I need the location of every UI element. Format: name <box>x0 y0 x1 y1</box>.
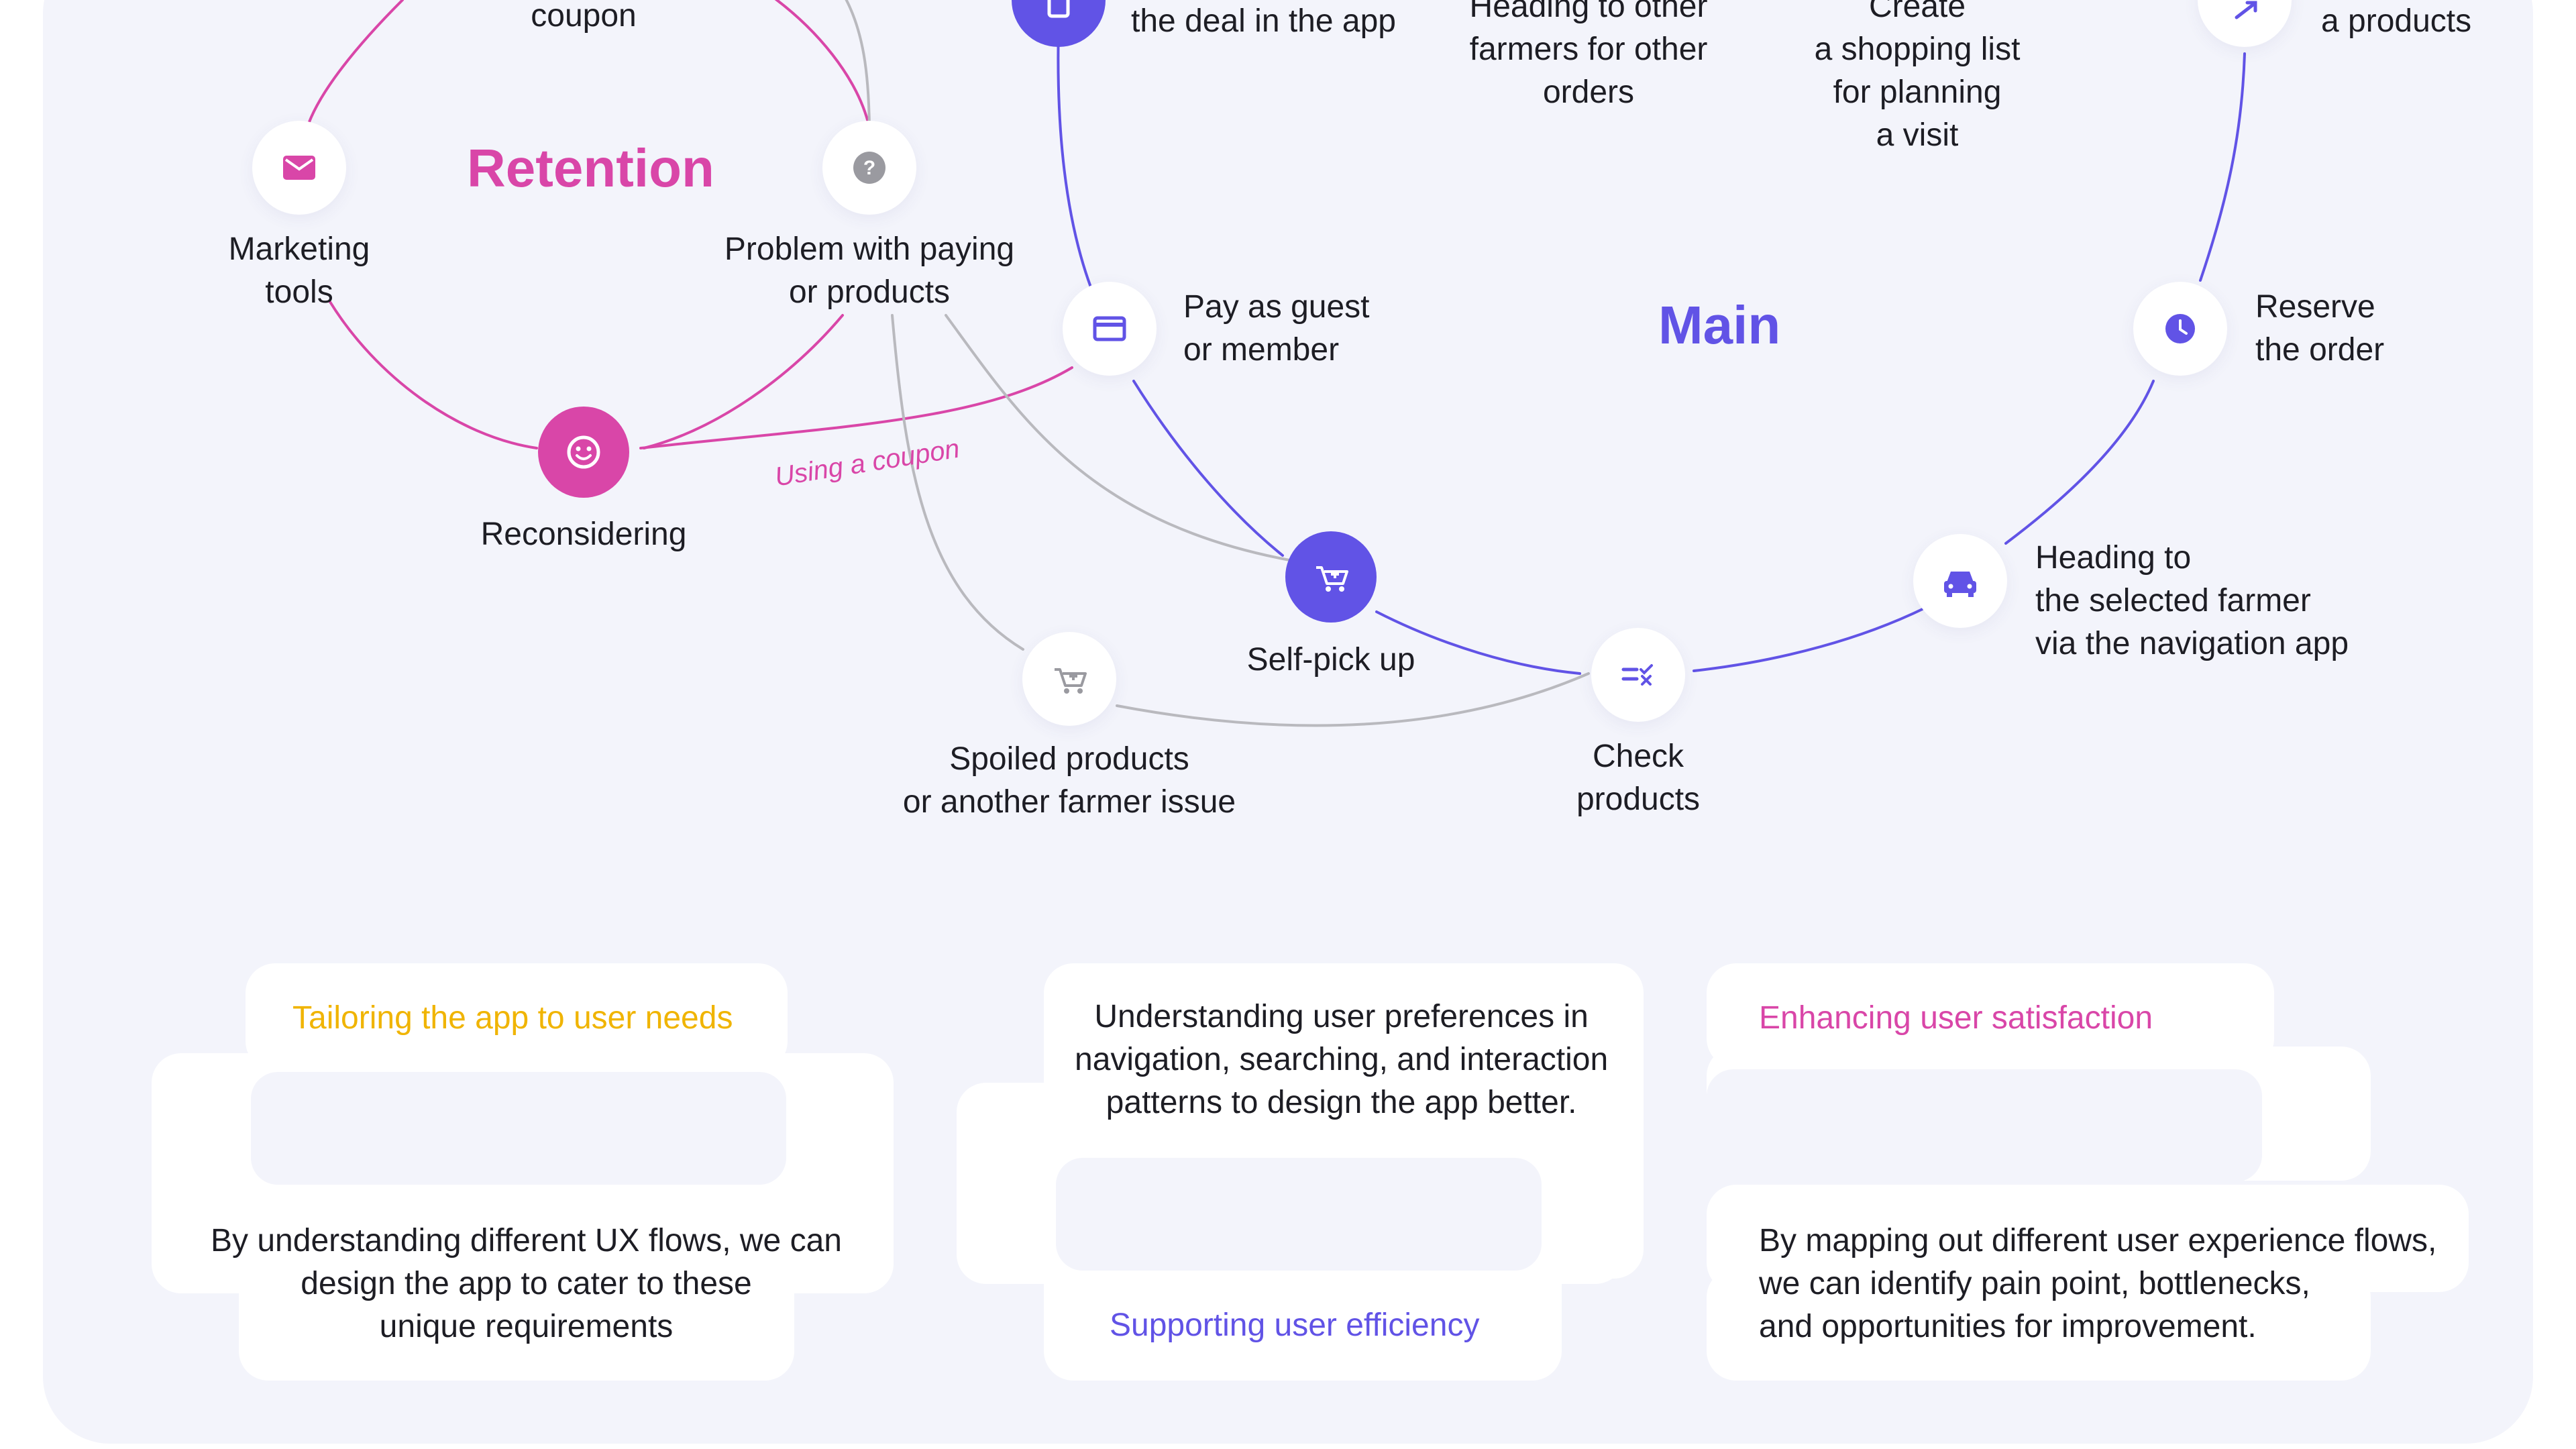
arrow-icon <box>2235 1 2257 19</box>
link-problem-spoiled <box>891 314 1024 651</box>
link-check-heading <box>1693 606 1927 672</box>
link-coupon-problem <box>774 0 871 129</box>
main-title: Main <box>1658 295 1781 355</box>
card-text: By mapping out different user experience… <box>1759 1223 2437 1344</box>
clock-icon <box>2165 314 2195 343</box>
car-icon <box>1944 572 1976 597</box>
mail-icon <box>283 156 315 180</box>
smile-icon <box>567 435 600 469</box>
label-reserve-order: Reserve the order <box>2255 289 2385 368</box>
label-coupon: coupon <box>531 0 637 34</box>
node-deal-in-app[interactable] <box>1012 0 1106 47</box>
card-title: Enhancing user satisfaction <box>1759 1000 2153 1036</box>
credit-card-icon <box>1093 316 1126 341</box>
question-icon: ? <box>853 152 885 184</box>
image-placeholder <box>1707 1069 2262 1182</box>
node-reconsidering[interactable] <box>538 407 629 498</box>
image-placeholder <box>1056 1158 1542 1271</box>
link-heading-reserve <box>2004 380 2155 545</box>
node-spoiled-products[interactable] <box>1022 632 1116 726</box>
label-self-pick-up: Self-pick up <box>1246 642 1415 678</box>
label-problem-paying: Problem with paying or products <box>724 231 1015 310</box>
node-heading-selected-farmer[interactable] <box>1913 534 2007 628</box>
svg-text:?: ? <box>863 157 875 179</box>
link-retention-top <box>845 0 871 129</box>
phone-icon <box>1047 0 1070 18</box>
node-marketing-tools[interactable] <box>252 121 346 215</box>
label-heading-other-farmers: Heading to other farmers for other order… <box>1469 0 1708 110</box>
link-reserve-products <box>2199 52 2246 282</box>
node-check-products[interactable] <box>1591 628 1685 722</box>
label-a-products: a products <box>2321 3 2472 39</box>
label-reconsidering: Reconsidering <box>480 517 687 552</box>
label-marketing-tools: Marketing tools <box>228 231 370 310</box>
link-deal-pay <box>1057 25 1092 288</box>
link-pay-selfpick <box>1132 380 1284 557</box>
label-check-products: Check products <box>1576 739 1701 817</box>
link-problem-selfpick <box>945 314 1295 562</box>
image-placeholder <box>251 1072 786 1185</box>
link-marketing-reconsidering <box>329 301 538 449</box>
cart-add-icon <box>1055 668 1087 694</box>
link-selfpick-check <box>1375 610 1581 675</box>
label-shopping-list: Create a shopping list for planning a vi… <box>1814 0 2021 153</box>
cart-add-icon <box>1316 566 1348 592</box>
link-coupon-marketing <box>304 0 404 136</box>
label-spoiled-products: Spoiled products or another farmer issue <box>902 741 1236 820</box>
label-pay-guest: Pay as guest or member <box>1183 289 1370 368</box>
link-reconsidering-pay <box>639 366 1073 449</box>
checklist-icon <box>1621 664 1653 686</box>
label-deal-in-app: the deal in the app <box>1131 3 1396 39</box>
link-problem-reconsidering <box>643 314 844 449</box>
card-title: Tailoring the app to user needs <box>292 1000 733 1036</box>
link-spoiled-check <box>1116 672 1590 727</box>
node-reserve-order[interactable] <box>2133 282 2227 376</box>
card-text: Understanding user preferences in naviga… <box>1075 999 1609 1120</box>
node-problem-paying[interactable]: ? <box>822 121 916 215</box>
node-self-pick-up[interactable] <box>1285 531 1377 623</box>
retention-title: Retention <box>467 138 714 198</box>
node-a-products[interactable] <box>2198 0 2292 47</box>
card-title: Supporting user efficiency <box>1110 1307 1480 1343</box>
card-text: By understanding different UX flows, we … <box>211 1223 842 1344</box>
label-heading-selected-farmer: Heading to the selected farmer via the n… <box>2035 540 2349 661</box>
node-pay-guest[interactable] <box>1063 282 1157 376</box>
